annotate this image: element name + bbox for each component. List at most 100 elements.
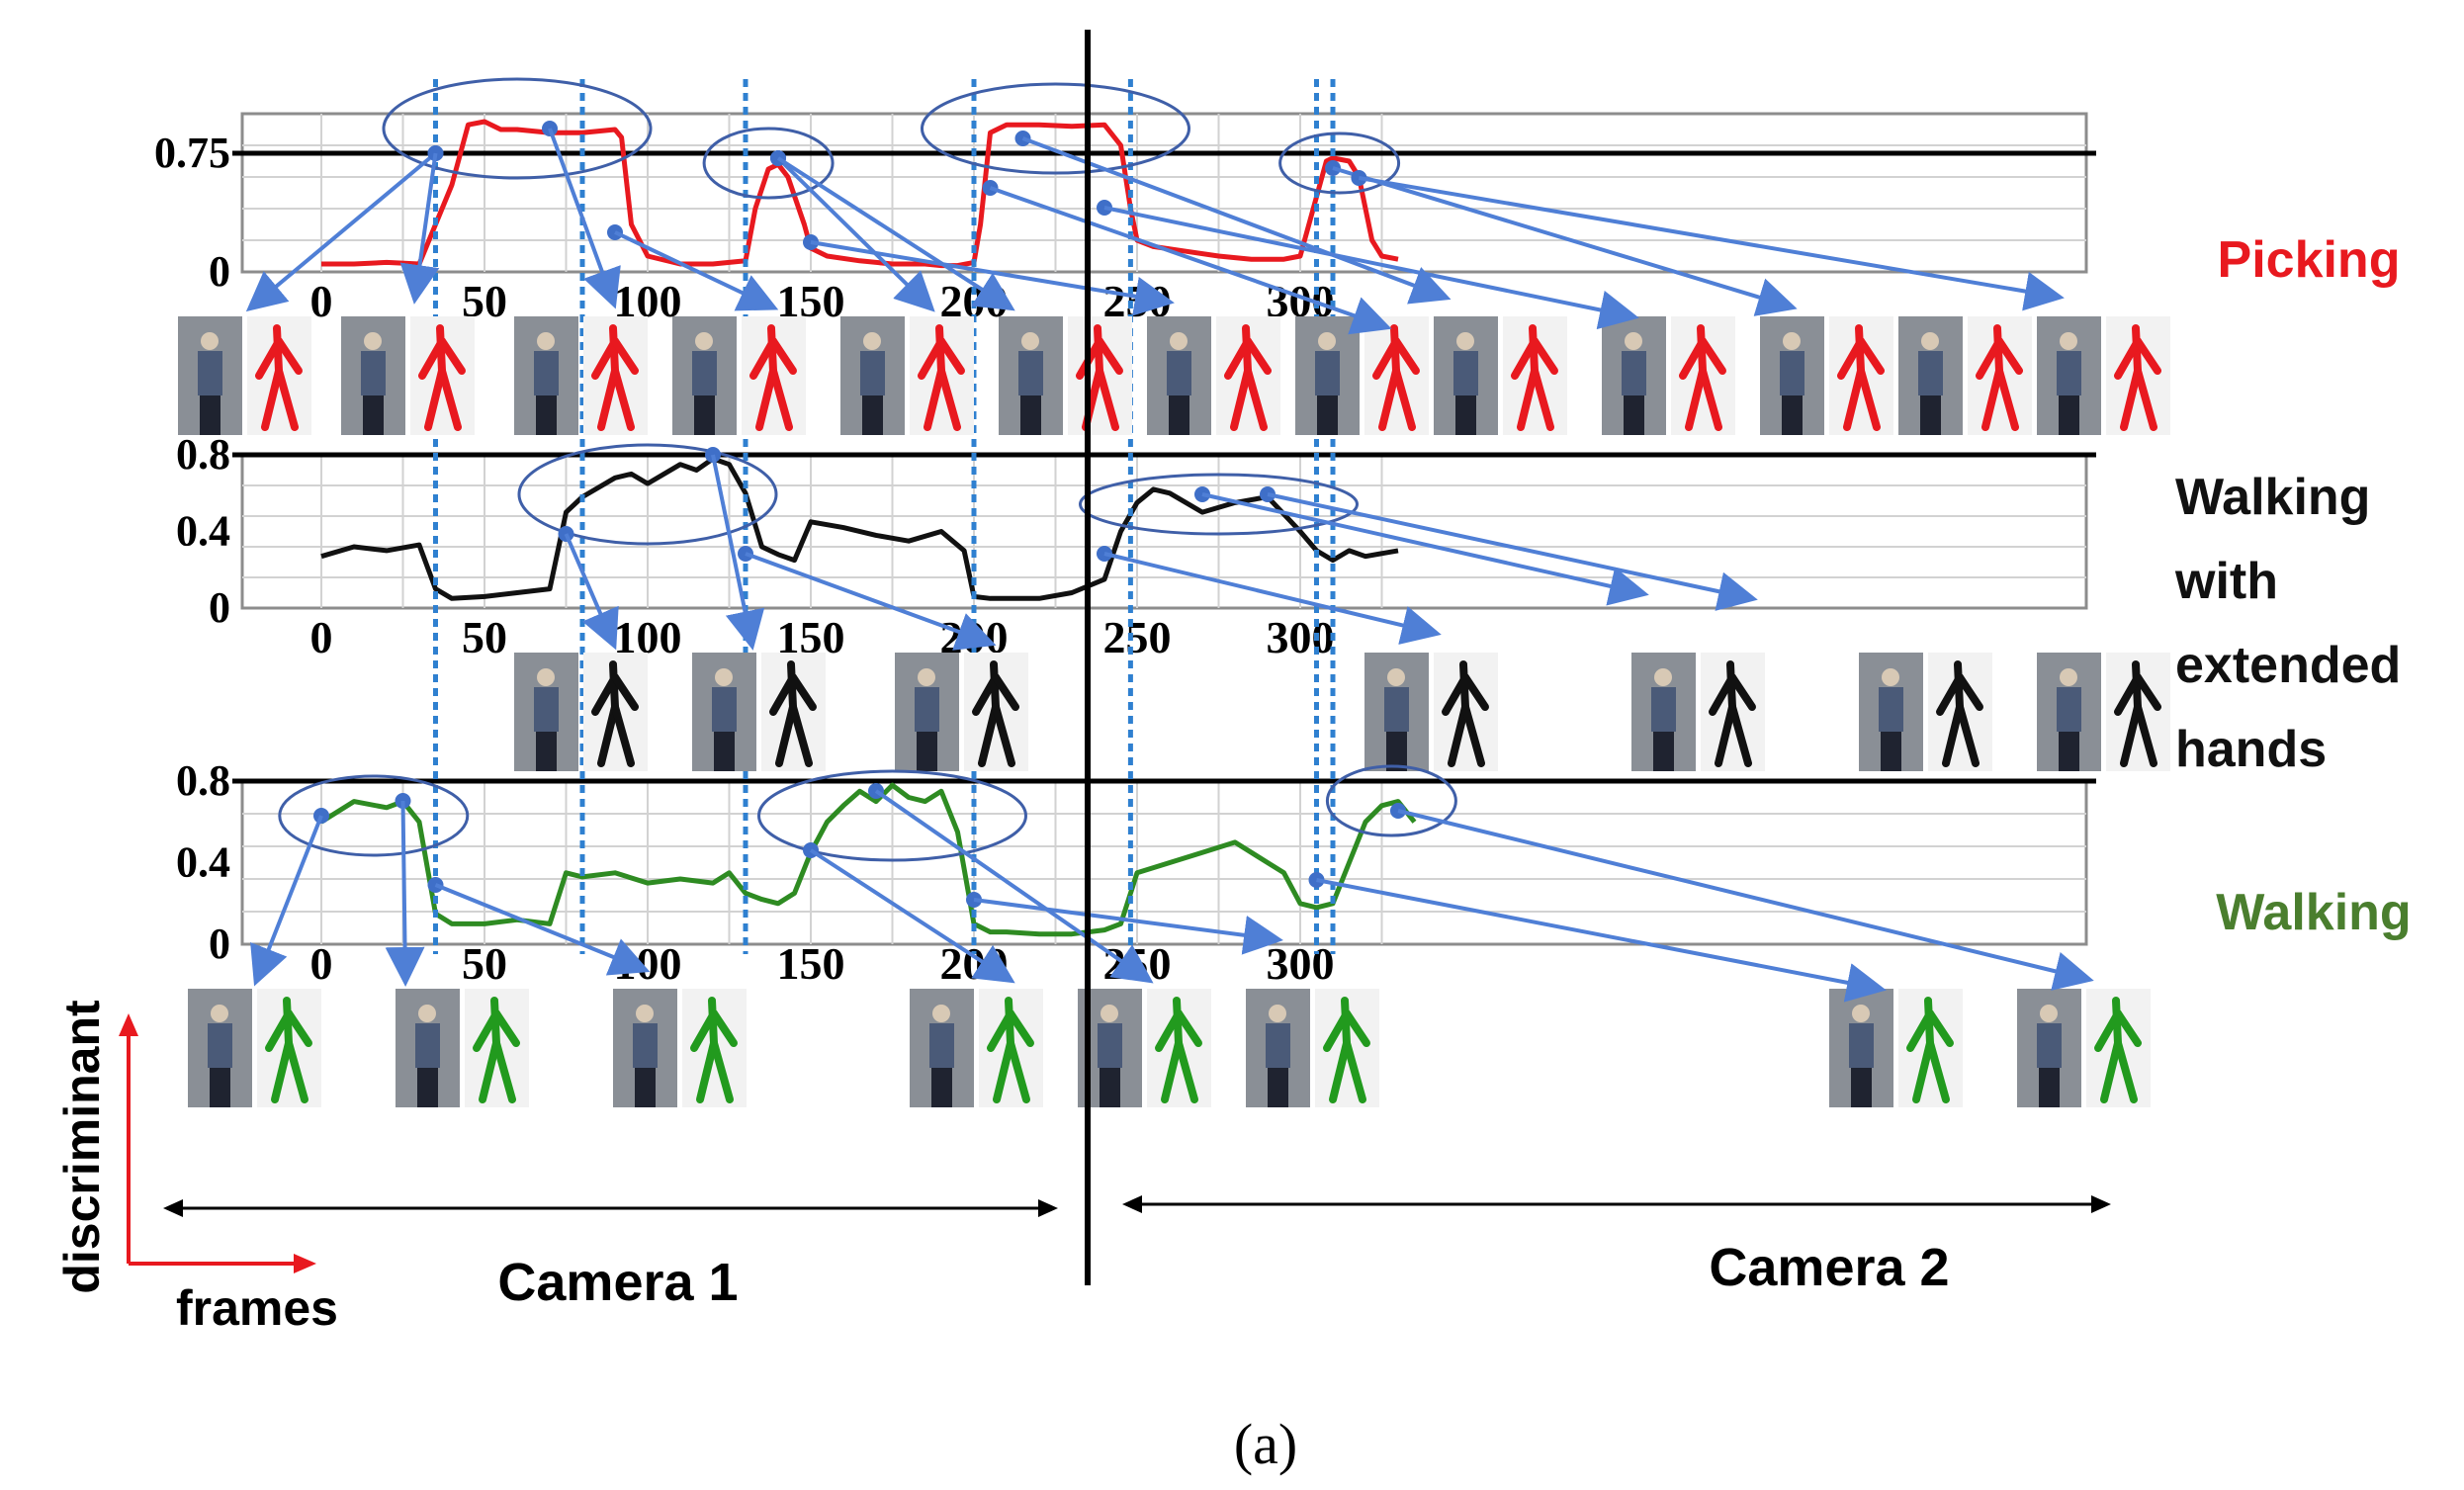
frame-photo-person-legs bbox=[2039, 1068, 2060, 1107]
x-tick-label: 100 bbox=[614, 938, 682, 989]
keyframe-arrow bbox=[1103, 552, 1442, 645]
frame-photo-person-head bbox=[1783, 332, 1801, 350]
keyframe-arrow bbox=[1316, 878, 1887, 1003]
skeleton-limb bbox=[1323, 1009, 1351, 1052]
frame-photo-person-legs bbox=[1624, 395, 1644, 435]
keyframe-thumbnail-picking bbox=[999, 316, 1132, 435]
skeleton-limb bbox=[755, 367, 777, 431]
frame-photo-person-legs bbox=[210, 1068, 230, 1107]
frame-photo-person-body bbox=[1879, 687, 1903, 732]
keyframe-arrow bbox=[1397, 809, 2094, 991]
keyframe-thumbnail-walking bbox=[188, 989, 321, 1107]
skeleton-limb bbox=[769, 367, 793, 431]
skeleton-limb bbox=[1956, 673, 1983, 711]
frame-photo-person-legs bbox=[1881, 732, 1901, 771]
keyframe-arrow bbox=[1267, 492, 1758, 611]
keyframe-arrow bbox=[776, 156, 935, 312]
highlight-ellipse bbox=[1079, 473, 1359, 536]
frame-photo-person-legs bbox=[1169, 395, 1189, 435]
frame-photo-person-head bbox=[1921, 332, 1939, 350]
highlight-ellipse bbox=[1325, 764, 1457, 837]
skeleton-limb bbox=[611, 673, 639, 711]
skeleton-limb bbox=[993, 1039, 1014, 1103]
keyframe-thumbnail-picking bbox=[178, 316, 311, 435]
frame-photo-person-body bbox=[1098, 1023, 1122, 1068]
frame-photo-person-legs bbox=[1455, 395, 1476, 435]
frame-photo-person-legs bbox=[1920, 395, 1941, 435]
keyframe-arrow bbox=[548, 128, 621, 309]
frame-photo-person-body bbox=[1651, 687, 1676, 732]
skeleton-limb bbox=[1392, 337, 1420, 375]
skeleton-limb bbox=[710, 1039, 734, 1103]
camera-1-range bbox=[163, 1199, 1058, 1217]
frame-photo-person-body bbox=[1315, 351, 1340, 395]
frame-photo-person-head bbox=[1882, 668, 1899, 686]
y-tick-label: 0 bbox=[209, 583, 230, 632]
skeleton-limb bbox=[2134, 673, 2161, 711]
keyframe-arrow bbox=[614, 230, 779, 311]
keyframe-thumbnail-walking bbox=[1246, 989, 1379, 1107]
frame-photo-person-legs bbox=[2059, 395, 2079, 435]
skeleton-limb bbox=[1244, 337, 1272, 375]
skeleton-limb bbox=[255, 337, 283, 380]
keyframe-thumbnail-walking-extended bbox=[692, 653, 826, 771]
skeleton-limb bbox=[1685, 367, 1707, 431]
frame-photo-person-body bbox=[208, 1023, 232, 1068]
keyframe-thumbnail-walking-extended bbox=[1364, 653, 1498, 771]
skeleton-limb bbox=[611, 703, 635, 767]
camera-2-label: Camera 2 bbox=[1709, 1238, 1949, 1297]
frame-photo-person-head bbox=[1654, 668, 1672, 686]
frame-photo-person-head bbox=[1269, 1005, 1286, 1022]
x-tick-label: 0 bbox=[310, 276, 333, 326]
skeleton-limb bbox=[1995, 337, 2023, 375]
skeleton-limb bbox=[1096, 337, 1123, 375]
skeleton-limb bbox=[2094, 1009, 2122, 1052]
skeleton-limb bbox=[987, 1009, 1014, 1052]
frame-photo-person-head bbox=[2060, 668, 2077, 686]
frame-photo-person-head bbox=[2040, 1005, 2058, 1022]
skeleton-limb bbox=[285, 1039, 308, 1103]
y-tick-label: 0 bbox=[209, 247, 230, 296]
series-label-walking: Walking bbox=[2216, 884, 2411, 941]
series-line-1 bbox=[320, 456, 1399, 601]
axis-hint bbox=[119, 1013, 316, 1273]
highlight-ellipse bbox=[517, 443, 778, 546]
frame-photo-person-legs bbox=[862, 395, 883, 435]
frame-photo-person-legs bbox=[714, 732, 735, 771]
frame-photo-person-head bbox=[918, 668, 935, 686]
skeleton-limb bbox=[1837, 337, 1865, 380]
skeleton-limb bbox=[2120, 703, 2142, 767]
skeleton-limb bbox=[1995, 367, 2019, 431]
frame-photo-person-head bbox=[1852, 1005, 1870, 1022]
skeleton-limb bbox=[2120, 367, 2142, 431]
keyframe-thumbnail-walking-extended bbox=[2037, 653, 2170, 771]
y-tick-label: 0.8 bbox=[176, 756, 230, 805]
frame-photo-person-legs bbox=[1020, 395, 1041, 435]
figure-caption: (a) bbox=[1234, 1412, 1297, 1476]
skeleton-limb bbox=[1448, 703, 1469, 767]
skeleton-limb bbox=[285, 1009, 312, 1047]
skeleton-limb bbox=[2114, 1039, 2138, 1103]
keyframe-thumbnail-picking bbox=[514, 316, 648, 435]
skeleton-limb bbox=[1175, 1039, 1198, 1103]
frame-photo-person-legs bbox=[1317, 395, 1338, 435]
frame-photo-person-head bbox=[1318, 332, 1336, 350]
keyframe-arrow bbox=[1201, 492, 1649, 606]
skeleton-limb bbox=[1843, 367, 1865, 431]
frame-photo-person-body bbox=[2057, 351, 2081, 395]
skeleton-limb bbox=[1096, 367, 1119, 431]
x-tick-label: 50 bbox=[462, 612, 507, 662]
skeleton-limb bbox=[789, 673, 817, 711]
skeleton-limb bbox=[1942, 703, 1964, 767]
skeleton-limb bbox=[2114, 337, 2142, 380]
keyframe-arrow bbox=[434, 883, 651, 976]
skeleton-limb bbox=[1956, 703, 1980, 767]
frame-photo-person-head bbox=[537, 668, 555, 686]
series-label-line: with bbox=[2174, 553, 2278, 610]
series-label-walking-extended: Walking with extended hands bbox=[2174, 469, 2416, 778]
x-tick-label: 150 bbox=[777, 938, 845, 989]
skeleton-limb bbox=[1709, 673, 1736, 716]
skeleton-limb bbox=[265, 1009, 293, 1052]
frame-photo-person-legs bbox=[200, 395, 220, 435]
x-tick-label: 200 bbox=[940, 938, 1009, 989]
